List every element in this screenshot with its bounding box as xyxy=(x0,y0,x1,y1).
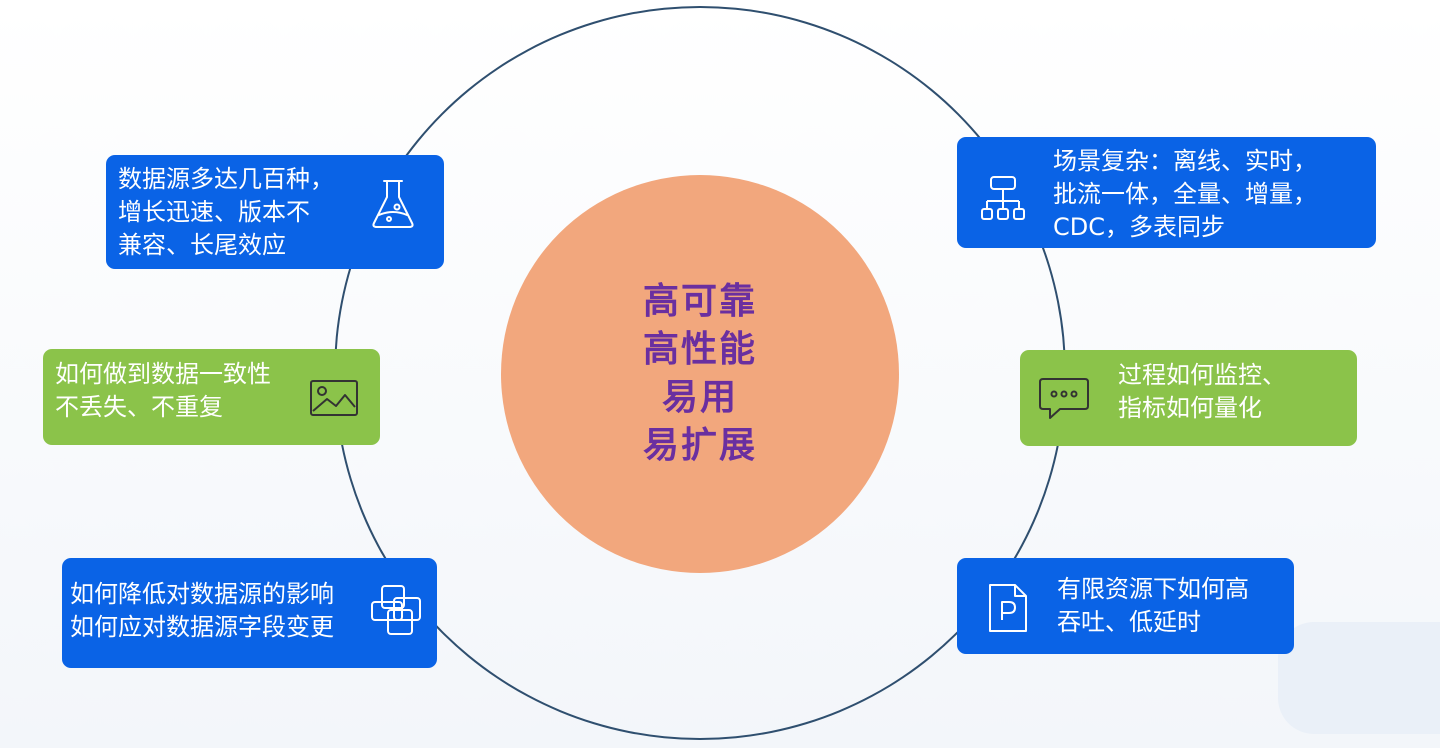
card-text: 数据源多达几百种， 增长迅速、版本不 兼容、长尾效应 xyxy=(118,163,334,262)
card-throughput: 有限资源下如何高 吞吐、低延时 xyxy=(957,558,1294,654)
card-source-impact: 如何降低对数据源的影响 如何应对数据源字段变更 xyxy=(62,558,437,668)
card-line: 过程如何监控、 xyxy=(1118,361,1286,389)
card-line: CDC，多表同步 xyxy=(1053,213,1225,241)
center-line: 高可靠 xyxy=(642,281,757,322)
card-text: 如何做到数据一致性 不丢失、不重复 xyxy=(55,358,271,424)
flask-icon xyxy=(368,177,418,231)
card-line: 如何做到数据一致性 xyxy=(55,360,271,388)
background-decoration xyxy=(1278,622,1440,734)
card-complex-scenarios: 场景复杂：离线、实时， 批流一体，全量、增量， CDC，多表同步 xyxy=(957,137,1376,248)
chat-icon xyxy=(1038,376,1090,422)
document-p-icon xyxy=(987,582,1029,634)
card-line: 指标如何量化 xyxy=(1118,394,1262,422)
card-text: 过程如何监控、 指标如何量化 xyxy=(1118,359,1286,425)
center-line: 高性能 xyxy=(642,329,757,370)
card-line: 批流一体，全量、增量， xyxy=(1053,180,1317,208)
card-data-consistency: 如何做到数据一致性 不丢失、不重复 xyxy=(43,349,380,445)
card-text: 如何降低对数据源的影响 如何应对数据源字段变更 xyxy=(70,578,334,644)
card-text: 有限资源下如何高 吞吐、低延时 xyxy=(1057,573,1249,639)
copy-icon xyxy=(368,582,424,638)
center-circle: 高可靠 高性能 易用 易扩展 xyxy=(501,175,899,573)
card-line: 增长迅速、版本不 xyxy=(118,198,310,226)
card-line: 不丢失、不重复 xyxy=(55,393,223,421)
card-monitoring: 过程如何监控、 指标如何量化 xyxy=(1020,350,1357,446)
center-line: 易扩展 xyxy=(642,425,757,466)
card-line: 吞吐、低延时 xyxy=(1057,608,1201,636)
hierarchy-icon xyxy=(979,175,1027,225)
card-data-sources: 数据源多达几百种， 增长迅速、版本不 兼容、长尾效应 xyxy=(106,155,444,269)
card-line: 如何应对数据源字段变更 xyxy=(70,613,334,641)
card-text: 场景复杂：离线、实时， 批流一体，全量、增量， CDC，多表同步 xyxy=(1053,145,1317,244)
card-line: 场景复杂：离线、实时， xyxy=(1053,147,1317,175)
card-line: 如何降低对数据源的影响 xyxy=(70,580,334,608)
center-line: 易用 xyxy=(661,377,738,418)
card-line: 兼容、长尾效应 xyxy=(118,231,286,259)
image-icon xyxy=(309,379,359,417)
card-line: 数据源多达几百种， xyxy=(118,165,334,193)
card-line: 有限资源下如何高 xyxy=(1057,575,1249,603)
